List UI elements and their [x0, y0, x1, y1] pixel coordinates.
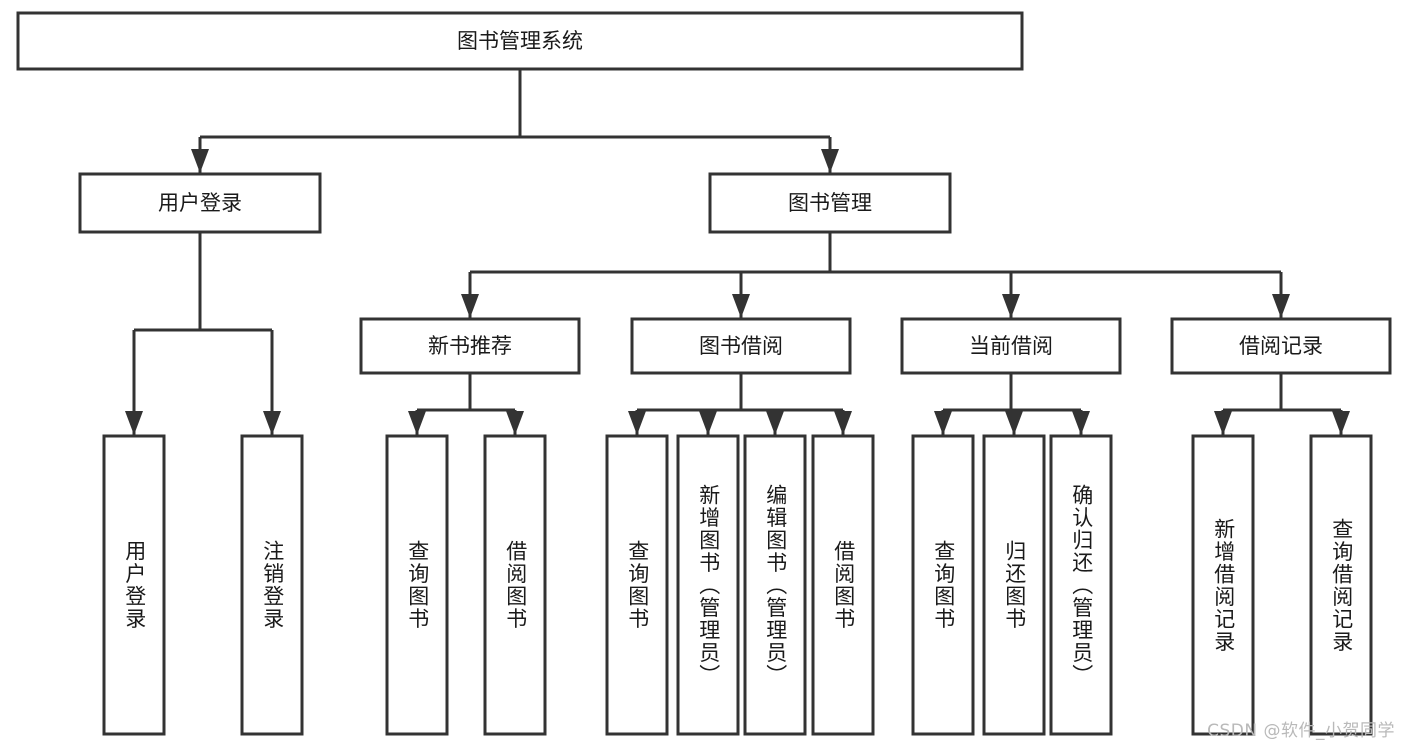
arrow-head-icon	[1332, 411, 1350, 435]
node-box[interactable]	[605, 434, 669, 736]
arrow-head-icon	[934, 411, 952, 435]
node-box[interactable]	[385, 434, 449, 736]
arrow-head-icon	[821, 149, 839, 173]
node-box[interactable]	[1309, 434, 1373, 736]
connector-layer	[125, 69, 1350, 435]
node-leaf-leaf-return-book[interactable]	[982, 434, 1046, 736]
node-box[interactable]	[911, 434, 975, 736]
node-leaf-leaf-add-record[interactable]	[1191, 434, 1255, 736]
node-root-root[interactable]: 图书管理系统	[16, 11, 1024, 71]
node-label: 当前借阅	[969, 334, 1053, 358]
node-box[interactable]	[102, 434, 166, 736]
node-box[interactable]	[16, 11, 1024, 71]
node-box[interactable]	[359, 317, 581, 375]
arrow-head-icon	[191, 149, 209, 173]
node-box[interactable]	[483, 434, 547, 736]
node-box[interactable]	[708, 172, 952, 234]
arrow-head-icon	[1005, 411, 1023, 435]
arrow-head-icon	[461, 294, 479, 318]
node-label: 图书管理系统	[457, 29, 583, 53]
arrow-head-icon	[125, 411, 143, 435]
node-l3-borrow-record[interactable]: 借阅记录	[1170, 317, 1392, 375]
node-leaf-leaf-query-book-3[interactable]	[911, 434, 975, 736]
node-box[interactable]	[676, 434, 740, 736]
node-leaf-leaf-query-book-1[interactable]	[385, 434, 449, 736]
node-leaf-leaf-edit-book[interactable]	[743, 434, 807, 736]
arrow-head-icon	[1272, 294, 1290, 318]
arrow-head-icon	[628, 411, 646, 435]
node-leaf-leaf-logout[interactable]	[240, 434, 304, 736]
node-box[interactable]	[1170, 317, 1392, 375]
arrow-head-icon	[1214, 411, 1232, 435]
node-leaf-leaf-borrow-book-2[interactable]	[811, 434, 875, 736]
arrow-head-icon	[834, 411, 852, 435]
node-box[interactable]	[900, 317, 1122, 375]
node-box[interactable]	[240, 434, 304, 736]
node-box[interactable]	[1191, 434, 1255, 736]
arrow-head-icon	[408, 411, 426, 435]
arrow-head-icon	[699, 411, 717, 435]
arrow-head-icon	[1072, 411, 1090, 435]
arrow-head-icon	[732, 294, 750, 318]
node-leaf-leaf-borrow-book-1[interactable]	[483, 434, 547, 736]
arrow-head-icon	[263, 411, 281, 435]
node-box[interactable]	[630, 317, 852, 375]
node-box[interactable]	[982, 434, 1046, 736]
node-leaf-leaf-add-book[interactable]	[676, 434, 740, 736]
node-label: 图书管理	[788, 191, 872, 215]
node-l3-book-borrow[interactable]: 图书借阅	[630, 317, 852, 375]
node-l3-current-borrow[interactable]: 当前借阅	[900, 317, 1122, 375]
node-leaf-leaf-query-record[interactable]	[1309, 434, 1373, 736]
node-label: 借阅记录	[1239, 334, 1323, 358]
node-leaf-leaf-query-book-2[interactable]	[605, 434, 669, 736]
node-box[interactable]	[1049, 434, 1113, 736]
node-label: 用户登录	[158, 191, 242, 215]
node-box[interactable]	[743, 434, 807, 736]
node-box[interactable]	[811, 434, 875, 736]
node-label: 新书推荐	[428, 334, 512, 358]
node-label: 图书借阅	[699, 334, 783, 358]
node-l2-user-login[interactable]: 用户登录	[78, 172, 322, 234]
arrow-head-icon	[766, 411, 784, 435]
arrow-head-icon	[1002, 294, 1020, 318]
watermark: CSDN @软件_小贺同学	[1207, 721, 1395, 741]
node-box[interactable]	[78, 172, 322, 234]
node-l2-book-manage[interactable]: 图书管理	[708, 172, 952, 234]
node-leaf-leaf-user-login[interactable]	[102, 434, 166, 736]
arrow-head-icon	[506, 411, 524, 435]
node-leaf-leaf-confirm-return[interactable]	[1049, 434, 1113, 736]
node-l3-new-book-recommend[interactable]: 新书推荐	[359, 317, 581, 375]
